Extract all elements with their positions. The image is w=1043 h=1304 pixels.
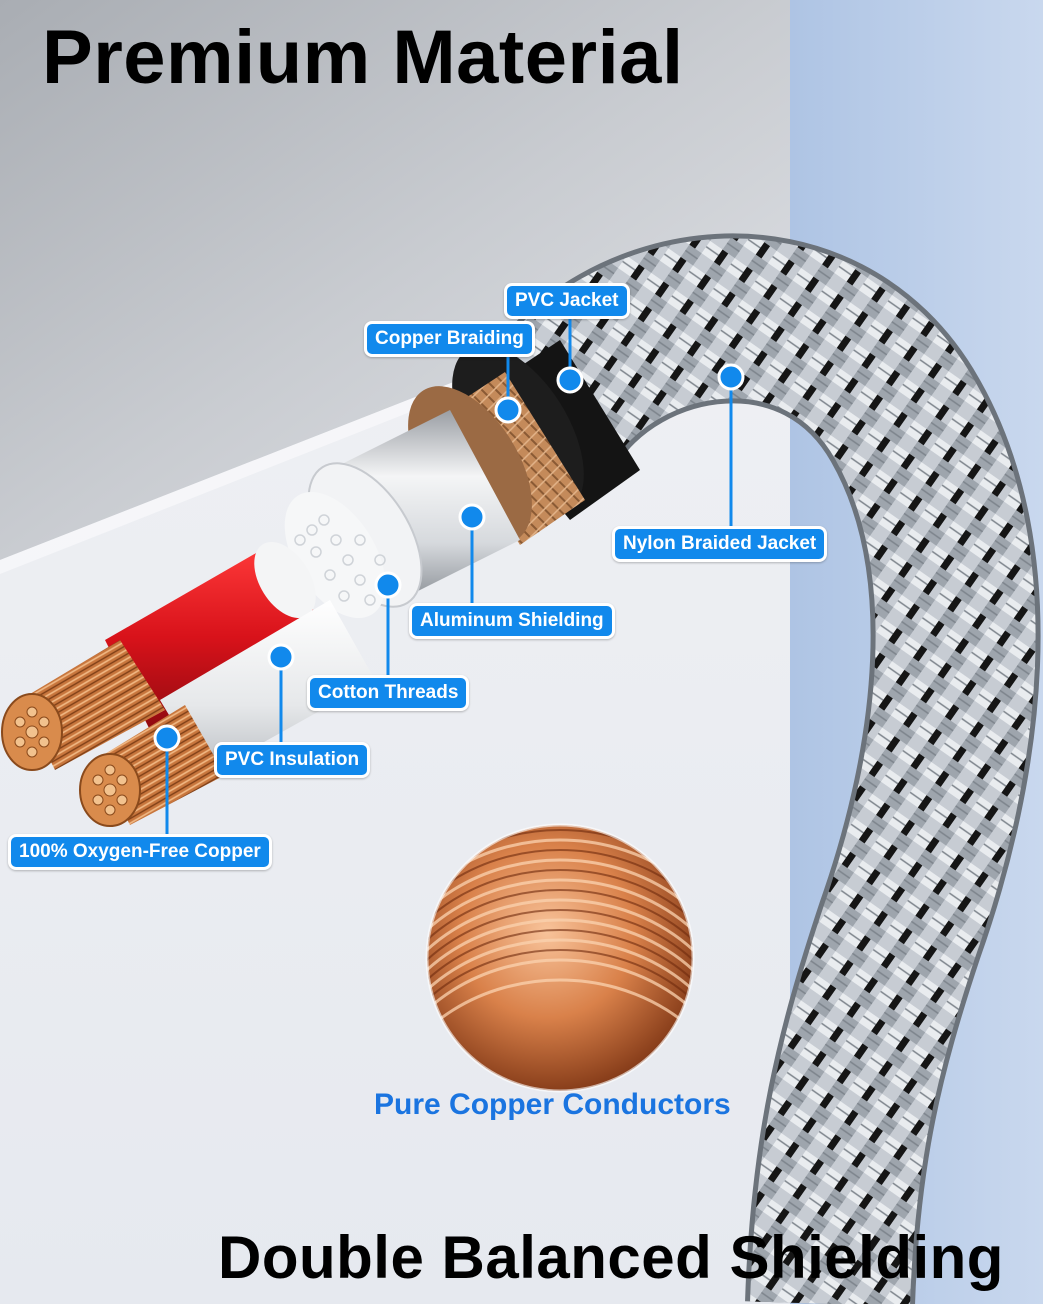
marker-aluminum bbox=[458, 503, 486, 531]
marker-copper-braiding bbox=[494, 396, 522, 424]
coil-caption: Pure Copper Conductors bbox=[374, 1088, 731, 1121]
headline-title: Premium Material bbox=[42, 15, 684, 100]
label-oxygen-free-copper: 100% Oxygen-Free Copper bbox=[8, 834, 272, 870]
label-pvc-jacket: PVC Jacket bbox=[504, 283, 630, 319]
label-cotton-threads: Cotton Threads bbox=[307, 675, 470, 711]
label-copper-braiding: Copper Braiding bbox=[364, 321, 535, 357]
copper-coil bbox=[427, 825, 693, 1091]
marker-pvc-jacket bbox=[556, 366, 584, 394]
label-pvc-insulation: PVC Insulation bbox=[214, 742, 371, 778]
marker-pvc-insulation bbox=[267, 643, 295, 671]
label-aluminum-shielding: Aluminum Shielding bbox=[409, 603, 615, 639]
marker-cotton bbox=[374, 571, 402, 599]
marker-copper-conductor bbox=[153, 724, 181, 752]
label-nylon-braided-jacket: Nylon Braided Jacket bbox=[612, 526, 828, 562]
footer-title: Double Balanced Shielding bbox=[218, 1224, 1004, 1291]
marker-nylon-jacket bbox=[717, 363, 745, 391]
